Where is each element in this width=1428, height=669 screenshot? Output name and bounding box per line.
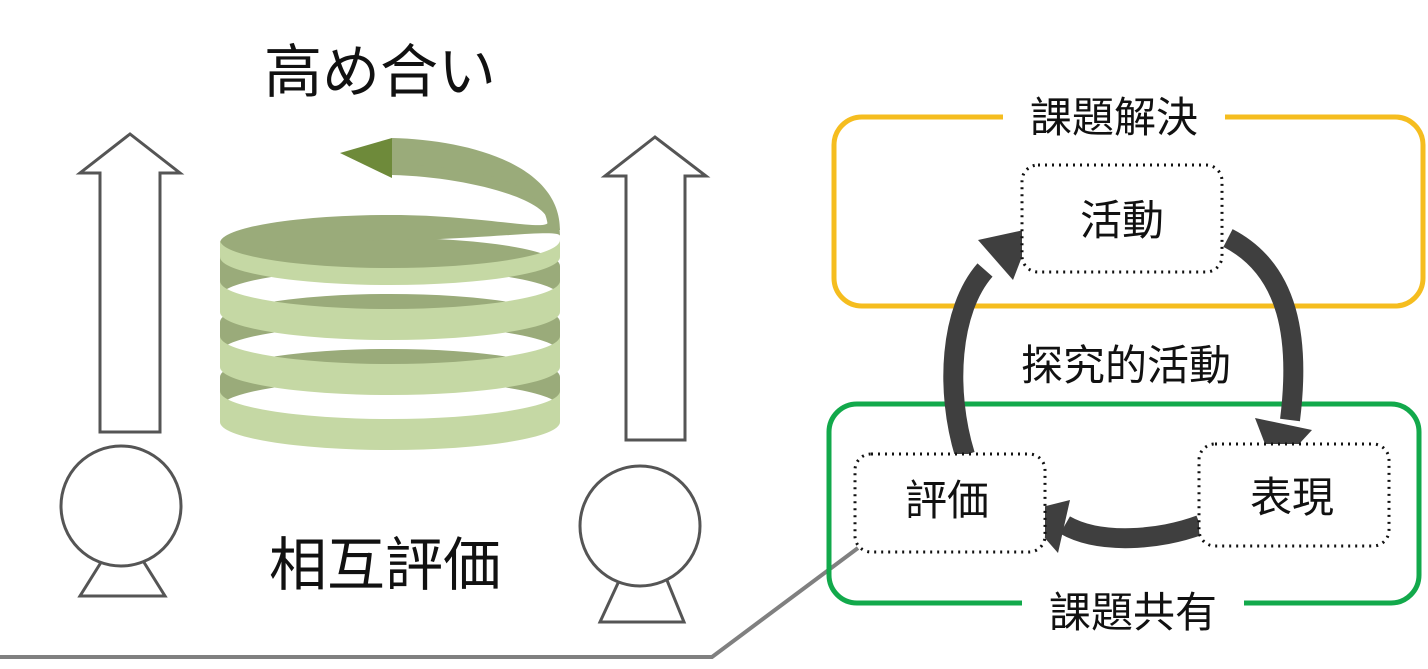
problem-sharing-label: 課題共有: [1049, 588, 1217, 637]
node-evaluation-label: 評価: [905, 476, 989, 525]
node-activity: 活動: [1020, 163, 1224, 274]
spiral-arrowhead: [340, 138, 392, 178]
growth-spiral: [219, 138, 560, 450]
inquiry-activity-label: 探究的活動: [1021, 341, 1231, 390]
left-caption: 相互評価: [269, 531, 501, 599]
problem-solving-label: 課題解決: [1030, 93, 1198, 142]
left-arrow-up: [75, 132, 185, 434]
node-activity-label: 活動: [1080, 196, 1164, 245]
right-arrow-up: [600, 135, 711, 442]
node-expression-label: 表現: [1250, 473, 1334, 522]
node-expression: 表現: [1197, 442, 1391, 548]
node-evaluation: 評価: [853, 452, 1047, 554]
connector-line: [0, 546, 860, 659]
left-person-icon: [59, 444, 183, 598]
arrowhead-to-activity: [978, 228, 1033, 280]
right-person-icon: [578, 464, 702, 624]
left-title: 高め合い: [264, 38, 496, 106]
